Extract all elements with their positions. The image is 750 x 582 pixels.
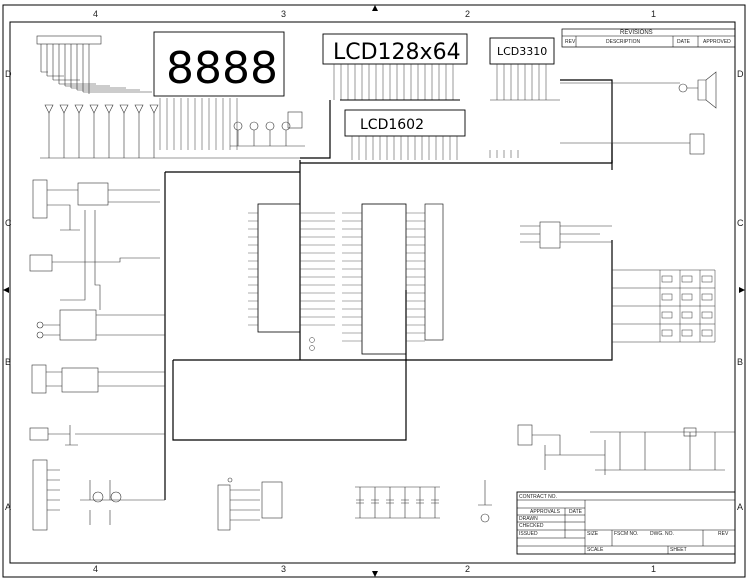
left-zone-b: B [5, 357, 11, 367]
left-power-circuit [29, 179, 165, 341]
eeprom-chip [520, 221, 612, 249]
top-zone-1: 1 [651, 9, 656, 19]
dwg-no-label: DWG. NO. [650, 531, 674, 537]
data-bus [164, 79, 613, 500]
reset-circuit [517, 424, 735, 475]
bottom-zone-2: 2 [465, 564, 470, 574]
scale-label: SCALE [587, 547, 604, 553]
approved-header: APPROVED [703, 39, 731, 45]
right-zone-a: A [737, 502, 743, 512]
right-zone-b: B [737, 357, 743, 367]
approvals-label: APPROVALS [530, 509, 561, 515]
title-block: CONTRACT NO. APPROVALS DATE DRAWN CHECKE… [516, 491, 736, 555]
capacitor-array [355, 480, 492, 523]
sheet-border [2, 4, 746, 578]
issued-label: ISSUED [519, 531, 538, 537]
digit-transistors [230, 111, 305, 147]
lcd1602-label: LCD1602 [360, 117, 424, 133]
mcu-chip-u1 [248, 203, 335, 333]
lcd-3310: LCD3310 [489, 37, 560, 158]
left-zone-a: A [5, 502, 11, 512]
bottom-connector [217, 477, 283, 531]
left-zone-c: C [5, 218, 12, 228]
contract-no-label: CONTRACT NO. [519, 494, 557, 500]
description-header: DESCRIPTION [606, 39, 641, 45]
top-zone-3: 3 [281, 9, 286, 19]
top-zone-2: 2 [465, 9, 470, 19]
drawn-label: DRAWN [519, 516, 538, 522]
lcd-128x64: LCD128x64 [322, 33, 468, 101]
left-lower-circuit [29, 364, 165, 531]
rev-label: REV [718, 531, 729, 537]
lcd12864-label: LCD128x64 [333, 40, 461, 65]
checked-label: CHECKED [519, 523, 544, 529]
buzzer [560, 71, 717, 155]
size-label: SIZE [587, 531, 599, 537]
button-matrix [612, 269, 716, 343]
left-zone-d: D [5, 69, 12, 79]
seg7-digits: 8888 [166, 43, 278, 94]
bottom-zone-4: 4 [93, 564, 98, 574]
bottom-zone-3: 3 [281, 564, 286, 574]
lcd3310-label: LCD3310 [497, 45, 547, 58]
date-label: DATE [569, 509, 583, 515]
revisions-block: REVISIONS REV DESCRIPTION DATE APPROVED [561, 28, 736, 48]
zone-markers: 4 3 2 1 4 3 2 1 D C B A D C B A [3, 5, 745, 577]
lcd-1602: LCD1602 [344, 109, 466, 160]
right-zone-c: C [737, 218, 744, 228]
sheet-label: SHEET [670, 547, 687, 553]
mcu-chip-u2 [309, 203, 444, 355]
fscm-label: FSCM NO. [614, 531, 638, 537]
date-header: DATE [677, 39, 691, 45]
revisions-title: REVISIONS [620, 30, 653, 36]
bottom-zone-1: 1 [651, 564, 656, 574]
right-zone-d: D [737, 69, 744, 79]
top-zone-4: 4 [93, 9, 98, 19]
rev-header: REV [565, 39, 576, 45]
led-row [40, 104, 300, 159]
seven-segment-display: 8888 [153, 31, 285, 150]
header-connector [36, 35, 152, 94]
